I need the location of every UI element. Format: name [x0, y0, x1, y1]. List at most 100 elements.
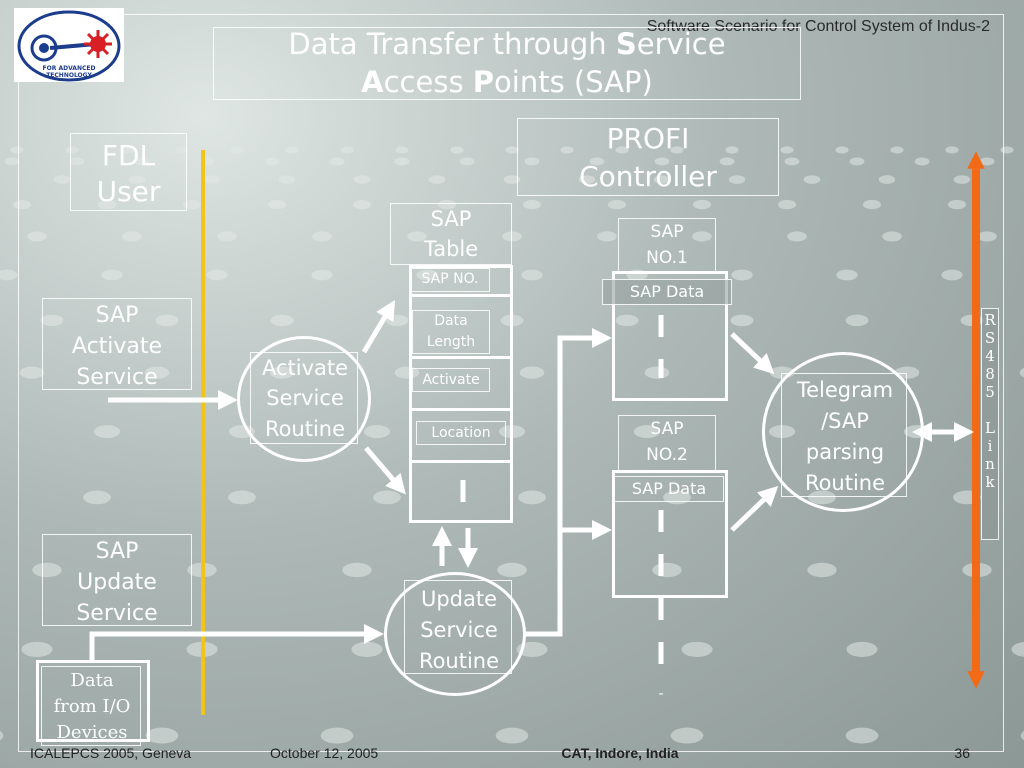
background-dot [12, 199, 32, 210]
background-dot [182, 199, 202, 210]
background-dot [670, 727, 704, 744]
background-dot [407, 231, 427, 242]
background-dot [519, 366, 545, 379]
background-dot [32, 562, 62, 578]
background-dot [312, 231, 332, 242]
background-dot [428, 175, 446, 184]
background-dot [845, 727, 879, 744]
background-dot [890, 146, 904, 154]
logo: FOR ADVANCED TECHNOLOGY [14, 8, 124, 82]
background-dot [1011, 641, 1024, 657]
background-dot [351, 641, 383, 657]
background-dot [394, 157, 410, 166]
field-location: Location [416, 421, 506, 445]
sap-table-l2: Table [423, 237, 479, 261]
arrow-io-to-update [89, 624, 384, 660]
arrow-update-to-sap1 [524, 328, 612, 637]
background-dot [0, 730, 4, 741]
sap-activate-service-box: SAP Activate Service [42, 298, 192, 390]
dash-label: - [658, 686, 664, 702]
background-dot [502, 231, 522, 242]
background-dot [353, 175, 371, 184]
arrow-sap1-to-telegram [730, 332, 775, 375]
background-dot [270, 314, 294, 327]
background-dot [285, 146, 299, 154]
background-dot [134, 157, 150, 166]
update-routine-l2: Service [420, 618, 498, 642]
sap-activate-l3: Service [76, 365, 158, 390]
background-dot [363, 425, 391, 439]
background-dot [416, 269, 438, 281]
background-dot [10, 146, 24, 154]
background-dot [878, 175, 896, 184]
telegram-box: Telegram /SAP parsing Routine [781, 373, 907, 497]
background-dot [329, 157, 345, 166]
field-data-length: Data Length [412, 310, 490, 354]
field-data-length-l2: Length [426, 334, 476, 350]
telegram-l2: /SAP [821, 409, 869, 433]
sap-no1-label-box: SAP NO.1 [618, 218, 716, 274]
background-dot [787, 231, 807, 242]
background-dot [352, 199, 372, 210]
background-dot [21, 641, 53, 657]
background-dot [267, 199, 287, 210]
data-io-outer [36, 660, 150, 742]
field-location-label: Location [431, 425, 491, 441]
background-dot [93, 425, 121, 439]
background-dot [731, 269, 753, 281]
background-dot [497, 562, 527, 578]
sap-update-service-box: SAP Update Service [42, 534, 192, 626]
background-dot [342, 562, 372, 578]
background-dot [101, 269, 123, 281]
header-subtitle: Software Scenario for Control System of … [646, 18, 990, 35]
telegram-circle [762, 352, 924, 512]
background-dot [653, 175, 671, 184]
background-dot [217, 231, 237, 242]
rs485-char: n [985, 455, 995, 473]
update-routine-l1: Update [420, 587, 498, 611]
title-box: Data Transfer through Service Access Poi… [213, 27, 801, 100]
sap-no2-label-box: SAP NO.2 [618, 415, 716, 471]
sap-update-l3: Service [76, 601, 158, 626]
update-routine-box: Update Service Routine [404, 580, 512, 674]
background-dot [730, 314, 754, 327]
background-dot [27, 231, 47, 242]
background-dot [278, 175, 296, 184]
background-dot [807, 562, 837, 578]
sap2-data-box: SAP Data [614, 476, 724, 502]
background-dot [437, 199, 457, 210]
fdl-user-line1: FDL [101, 139, 156, 172]
background-dot [69, 157, 85, 166]
sap-update-l1: SAP [95, 539, 139, 564]
background-dot [203, 175, 221, 184]
telegram-l4: Routine [804, 471, 886, 495]
background-dot [780, 146, 794, 154]
background-dot [560, 146, 574, 154]
sap-table-l1: SAP [430, 207, 472, 231]
background-dot [615, 146, 629, 154]
footer-org: CAT, Indore, India [561, 745, 679, 761]
update-routine-circle [384, 572, 526, 696]
table-row-divider [412, 408, 510, 411]
background-dot [578, 175, 596, 184]
background-dot [228, 490, 256, 505]
sap2-data-label: SAP Data [631, 479, 707, 498]
slide-frame [18, 14, 1004, 752]
background-dot [725, 146, 739, 154]
update-routine-l3: Routine [418, 649, 500, 673]
background-dot [846, 641, 878, 657]
background-dot [670, 146, 684, 154]
background-dot [19, 366, 45, 379]
background-dot [320, 727, 354, 744]
table-row-divider [412, 356, 510, 359]
rs485-char: L [985, 419, 995, 437]
field-activate-label: Activate [422, 372, 480, 388]
background-dot [503, 175, 521, 184]
background-dot [459, 157, 475, 166]
background-dot [4, 157, 20, 166]
footer-date: October 12, 2005 [270, 745, 379, 761]
profi-line2: Controller [579, 160, 717, 193]
background-dot [145, 727, 179, 744]
